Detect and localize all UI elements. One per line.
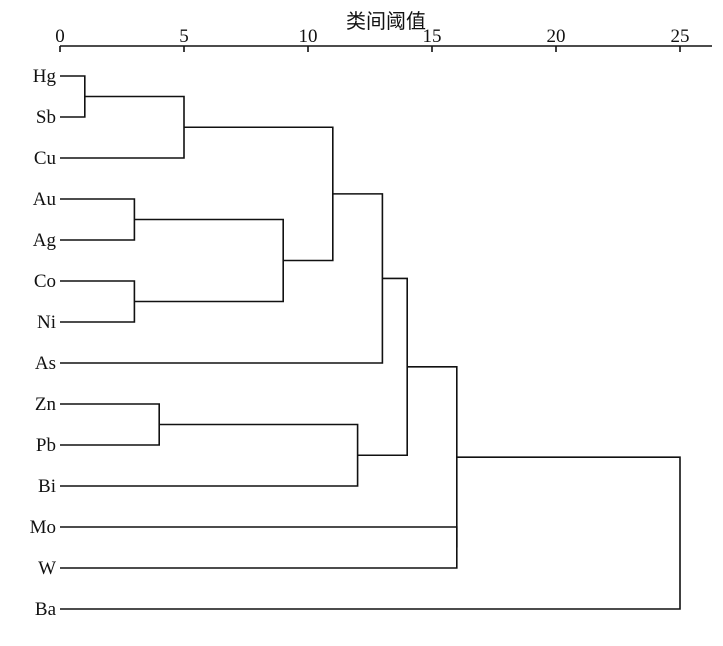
leaf-label-zn: Zn <box>35 394 57 415</box>
leaf-label-co: Co <box>34 271 56 292</box>
x-tick-label-15: 15 <box>423 26 442 47</box>
leaf-label-cu: Cu <box>34 148 57 169</box>
dendrogram-link-3 <box>60 280 136 323</box>
leaf-label-au: Au <box>33 189 57 210</box>
leaf-label-hg: Hg <box>33 66 57 87</box>
dendrogram-link-8 <box>60 423 359 487</box>
x-tick-label-25: 25 <box>671 26 690 47</box>
x-axis: 0 5 10 15 20 25 <box>55 26 712 52</box>
leaf-label-ni: Ni <box>37 312 56 333</box>
x-tick-label-5: 5 <box>179 26 189 47</box>
dendrogram-link-11 <box>60 526 458 569</box>
x-tick-label-20: 20 <box>547 26 566 47</box>
leaf-label-ba: Ba <box>35 599 57 620</box>
x-tick-label-0: 0 <box>55 26 65 47</box>
dendrogram-link-4 <box>60 403 160 446</box>
dendrogram-link-2 <box>60 198 136 241</box>
chart-title: 类间阈值 <box>346 9 426 33</box>
leaf-label-ag: Ag <box>33 230 57 251</box>
dendrogram-link-6 <box>134 218 284 303</box>
leaf-label-sb: Sb <box>36 107 56 128</box>
leaf-label-bi: Bi <box>38 476 56 497</box>
dendrogram-link-5 <box>60 95 185 159</box>
leaf-label-mo: Mo <box>30 517 56 538</box>
leaf-label-as: As <box>35 353 56 374</box>
dendrogram-links <box>60 75 681 610</box>
dendrogram-link-13 <box>60 456 681 610</box>
x-tick-label-10: 10 <box>299 26 318 47</box>
leaf-label-w: W <box>38 558 56 579</box>
dendrogram-link-7 <box>184 126 334 262</box>
dendrogram-link-1 <box>60 75 86 118</box>
leaf-label-pb: Pb <box>36 435 56 456</box>
dendrogram-link-12 <box>407 366 458 548</box>
